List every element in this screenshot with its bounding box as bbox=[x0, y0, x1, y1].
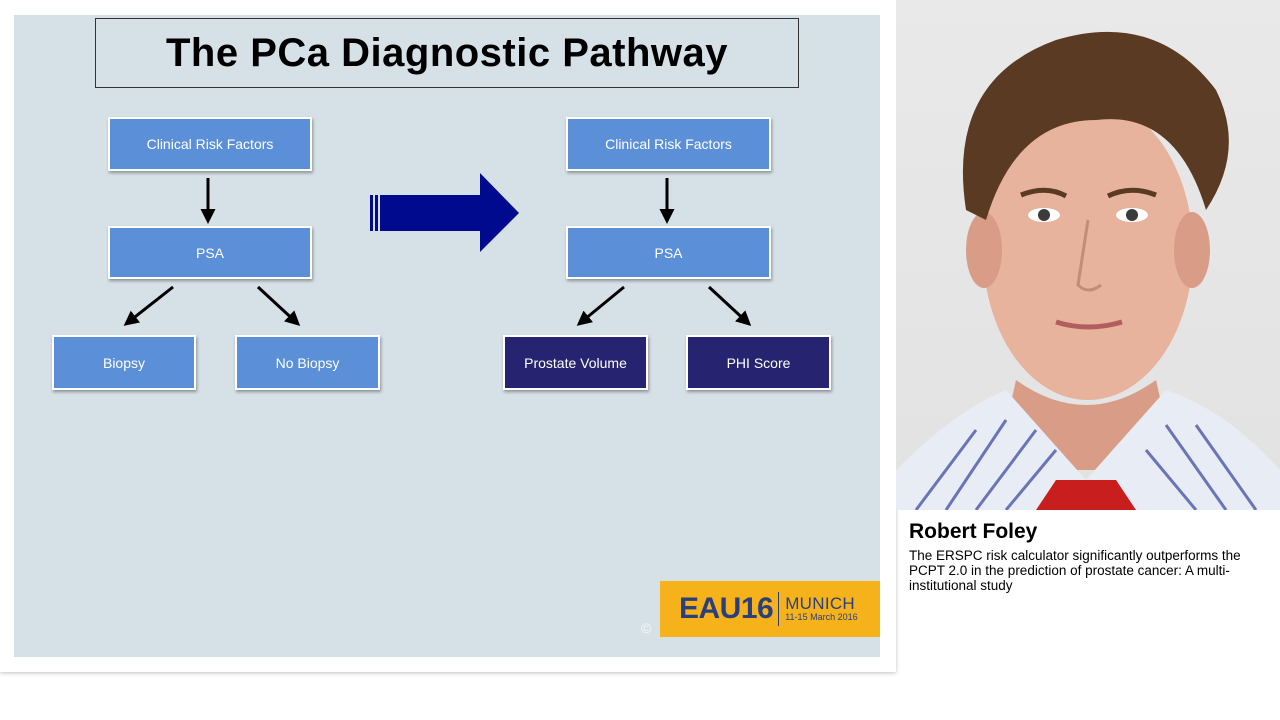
box-clinical-risk-factors-right: Clinical Risk Factors bbox=[566, 117, 771, 171]
copyright-symbol: © bbox=[641, 620, 652, 636]
slide-title: The PCa Diagnostic Pathway bbox=[165, 30, 729, 75]
box-label: Prostate Volume bbox=[524, 354, 627, 371]
box-label: No Biopsy bbox=[275, 354, 340, 371]
box-label: PSA bbox=[195, 244, 224, 261]
talk-title: The ERSPC risk calculator significantly … bbox=[909, 548, 1241, 593]
box-label: Clinical Risk Factors bbox=[146, 136, 274, 152]
logo-right: MUNICH 11-15 March 2016 bbox=[785, 595, 857, 623]
arrow-psa-to-prostate-volume bbox=[576, 285, 625, 326]
eau16-logo: EAU16 MUNICH 11-15 March 2016 bbox=[660, 581, 880, 637]
slide-frame: The PCa Diagnostic Pathway bbox=[14, 15, 880, 657]
box-label: PSA bbox=[654, 244, 683, 261]
arrow-psa-to-phi-score bbox=[707, 285, 752, 327]
box-biopsy: Biopsy bbox=[52, 335, 196, 390]
box-psa-left: PSA bbox=[108, 226, 312, 279]
speaker-photo bbox=[896, 0, 1280, 510]
speaker-portrait-illustration bbox=[896, 31, 1280, 510]
slide-title-box: The PCa Diagnostic Pathway bbox=[95, 18, 799, 88]
diagram-connectors bbox=[123, 173, 752, 327]
arrow-psa-to-biopsy bbox=[123, 285, 174, 326]
speaker-name: Robert Foley bbox=[909, 520, 1038, 543]
box-prostate-volume: Prostate Volume bbox=[503, 335, 648, 390]
logo-eau-text: EAU16 bbox=[679, 592, 774, 625]
box-label: Biopsy bbox=[102, 354, 146, 371]
box-label: PHI Score bbox=[726, 354, 791, 371]
arrow-psa-to-no-biopsy bbox=[256, 285, 301, 327]
box-phi-score: PHI Score bbox=[686, 335, 831, 390]
logo-divider bbox=[778, 592, 780, 626]
slide: The PCa Diagnostic Pathway bbox=[14, 15, 880, 657]
box-clinical-risk-factors-left: Clinical Risk Factors bbox=[108, 117, 312, 171]
logo-dates: 11-15 March 2016 bbox=[785, 612, 858, 622]
box-label: Clinical Risk Factors bbox=[605, 136, 732, 152]
box-no-biopsy: No Biopsy bbox=[235, 335, 380, 390]
big-right-arrow bbox=[370, 173, 519, 252]
logo-city: MUNICH bbox=[785, 594, 856, 613]
box-psa-right: PSA bbox=[566, 226, 771, 279]
